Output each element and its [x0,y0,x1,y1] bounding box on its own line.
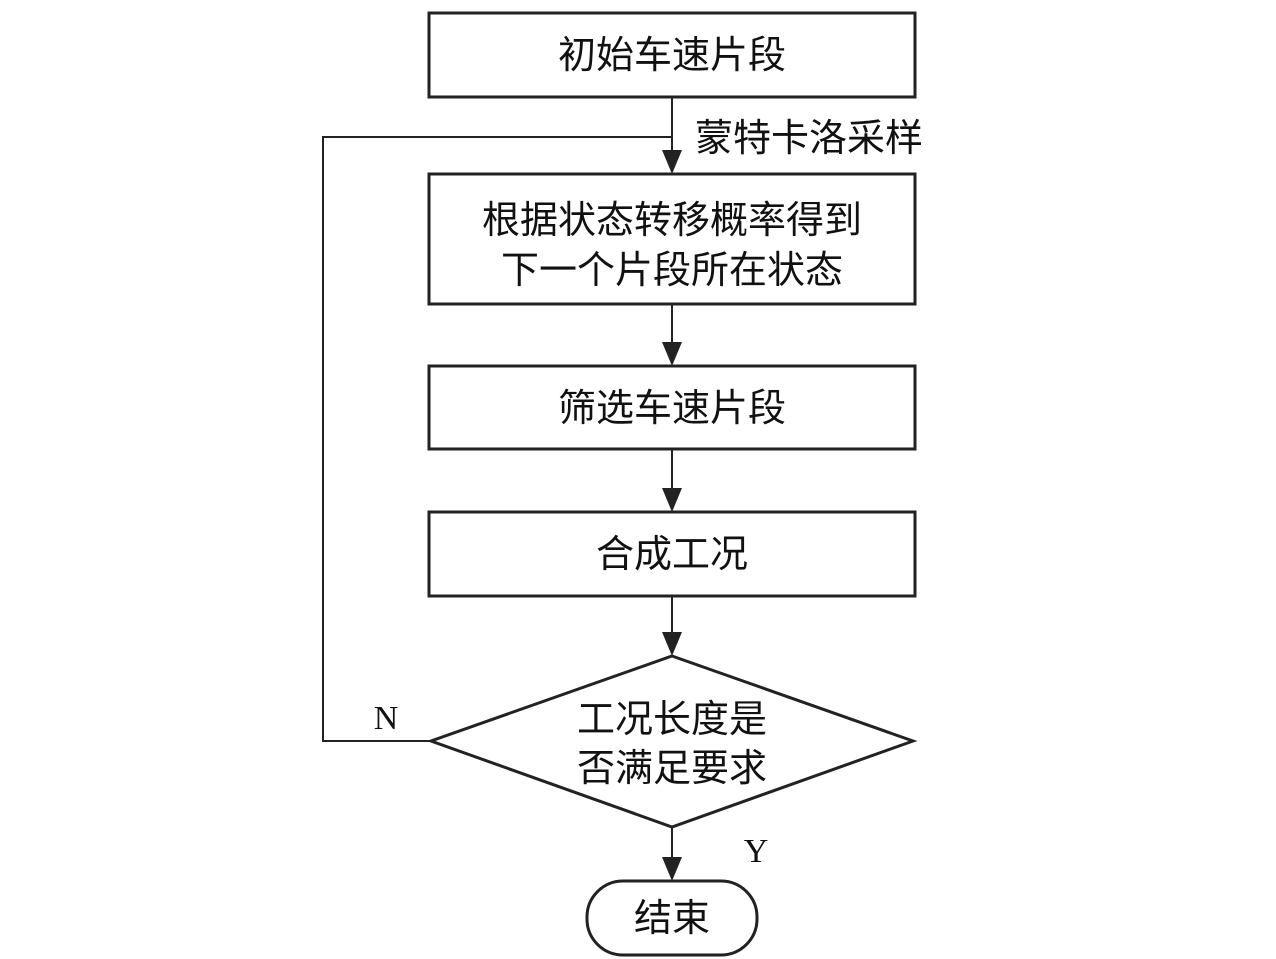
combine-label: 合成工况 [596,532,748,576]
filter-node: 筛选车速片段 [427,364,917,451]
filter-label: 筛选车速片段 [558,386,786,430]
arrowhead-decision-to-end [662,857,682,881]
filter-box [427,364,917,451]
arrowhead-start-to-state [662,150,682,174]
decision-node: 工况长度是 否满足要求 [426,654,918,829]
no-branch-label: N [374,700,399,737]
end-label: 结束 [634,896,710,940]
sampling-label: 蒙特卡洛采样 [695,116,923,160]
decision-label-line1: 工况长度是 [577,697,767,741]
combine-node: 合成工况 [427,510,917,598]
arrowhead-state-to-filter [662,342,682,366]
decision-diamond [426,654,918,829]
end-box [585,879,759,957]
arrowhead-filter-to-combine [662,488,682,512]
state-box [427,172,917,306]
start-node: 初始车速片段 [427,11,917,99]
start-label: 初始车速片段 [558,33,786,77]
start-box [427,11,917,99]
arrowhead-combine-to-decision [662,632,682,656]
decision-label-line2: 否满足要求 [577,746,767,790]
yes-branch-label: Y [744,833,769,870]
state-label-line2: 下一个片段所在状态 [501,248,843,292]
edge-decision-no-loop [322,136,672,742]
state-node: 根据状态转移概率得到 下一个片段所在状态 [427,172,917,306]
state-label-line1: 根据状态转移概率得到 [482,198,862,242]
end-node: 结束 [585,879,759,957]
